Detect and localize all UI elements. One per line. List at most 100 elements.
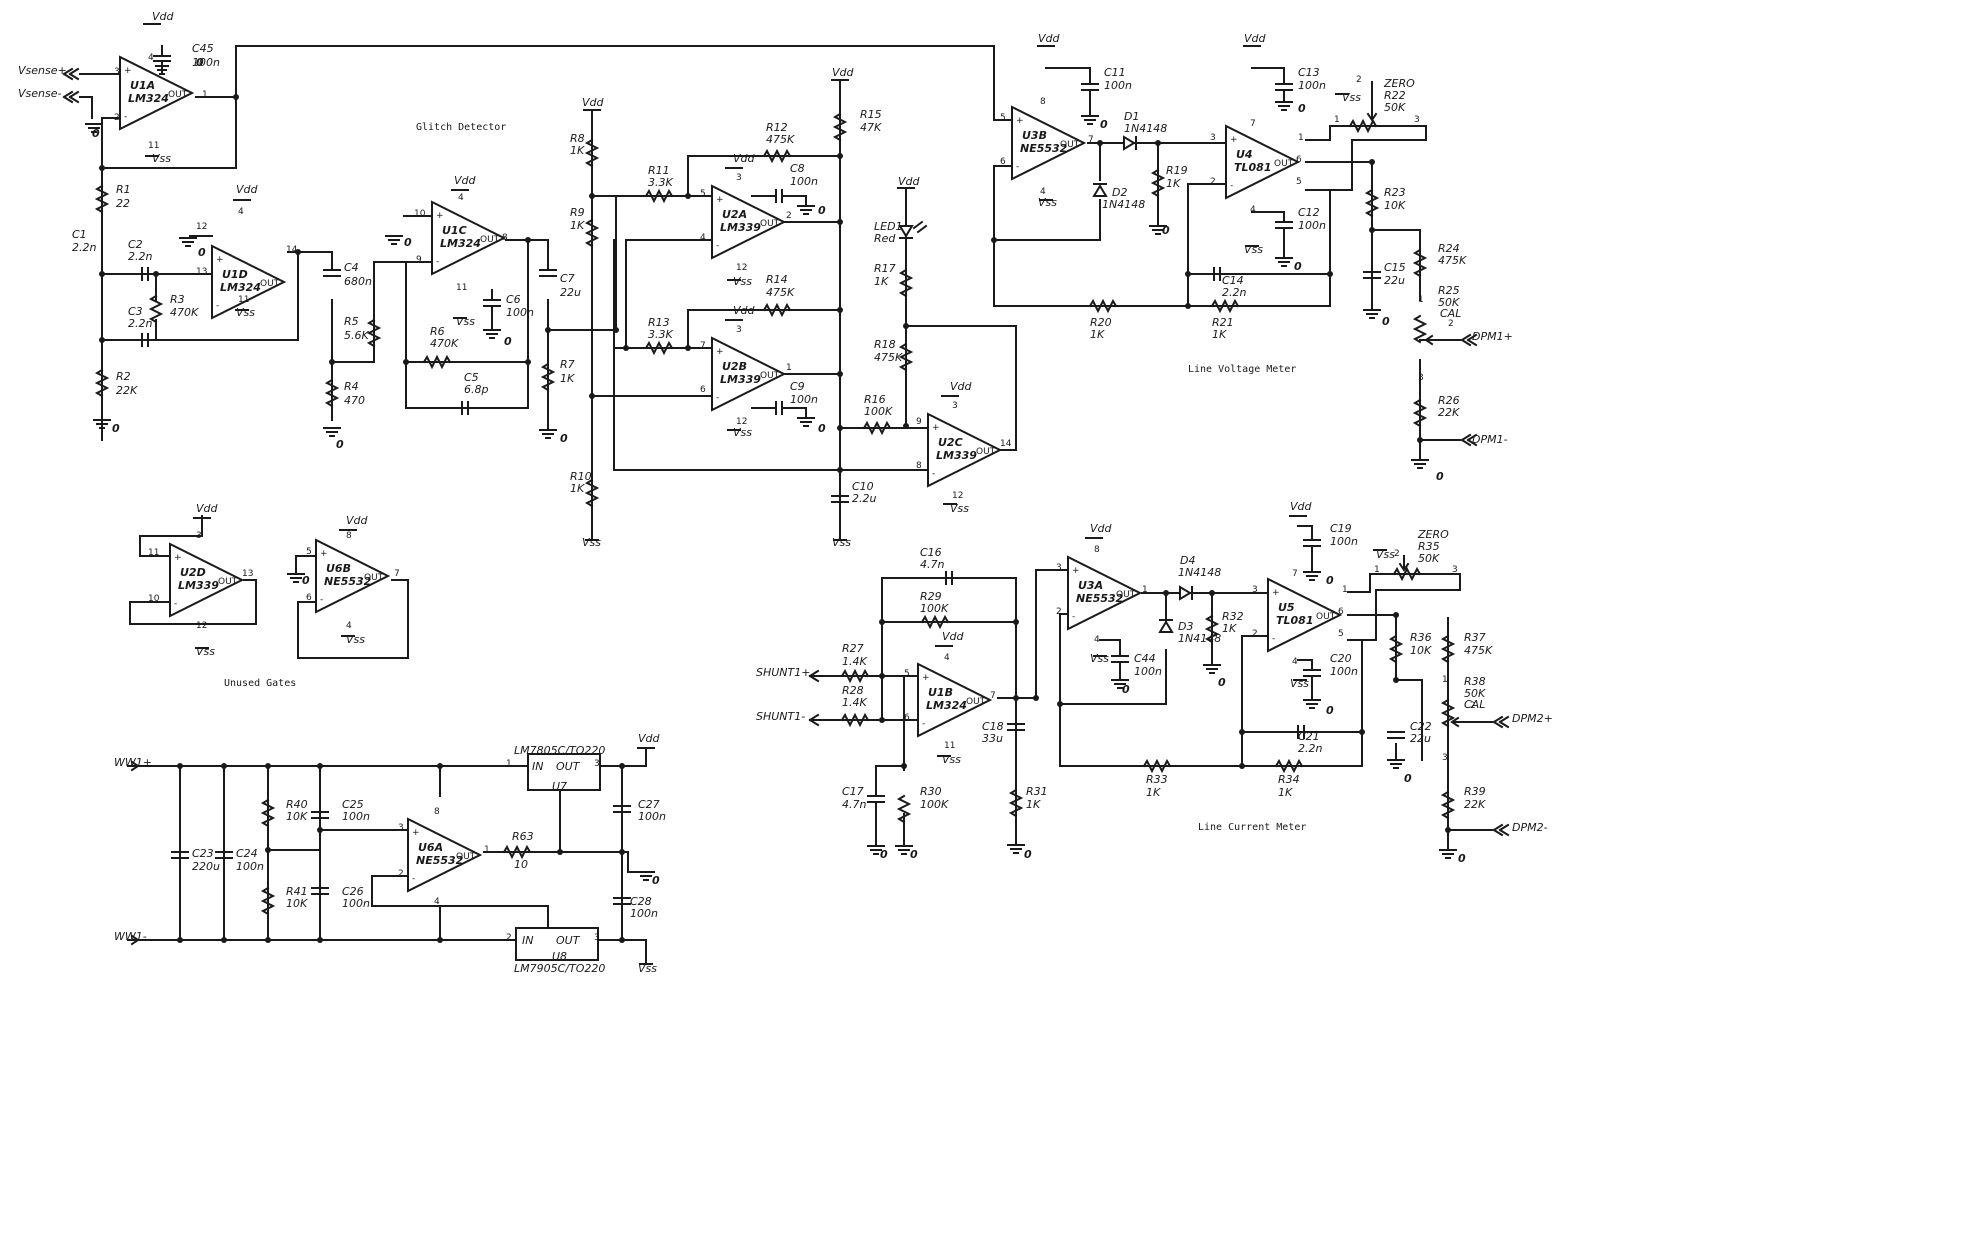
component-label: R14 — [766, 273, 788, 286]
ground-symbols — [85, 23, 1457, 965]
component-label: R30 — [920, 785, 942, 798]
pin-number: 3 — [114, 67, 120, 77]
component-label: U8 — [552, 950, 567, 963]
component-label: 1K — [570, 482, 585, 495]
ground-label: 0 — [880, 848, 888, 861]
component-label: 1K — [560, 372, 575, 385]
component-label: 22u — [1384, 274, 1405, 287]
svg-text:+: + — [436, 211, 444, 221]
pin-number: 2 — [1356, 75, 1362, 85]
component-label: 3.3K — [648, 328, 673, 341]
resistor-r35 — [1392, 555, 1422, 582]
net-label: SHUNT1+ — [756, 666, 810, 679]
capacitor-c8 — [751, 189, 807, 207]
component-label: Vdd — [832, 66, 855, 79]
component-label: 475K — [1464, 644, 1493, 657]
component-label: 1N4148 — [1124, 122, 1167, 135]
component-label: 1K — [570, 219, 585, 232]
resistor-r11 — [644, 188, 674, 204]
pin-number: 11 — [238, 295, 249, 305]
component-label: R9 — [570, 206, 585, 219]
resistor-r38 — [1440, 698, 1467, 728]
component-label: 1K — [874, 275, 889, 288]
component-label: IN — [532, 760, 543, 773]
component-label: Vdd — [152, 10, 175, 23]
svg-text:+: + — [1272, 588, 1280, 598]
voltage-regulators — [515, 753, 601, 961]
component-label: C11 — [1104, 66, 1126, 79]
capacitor-c15 — [1363, 271, 1381, 279]
component-label: 2.2n — [128, 317, 152, 330]
component-label: LED1 — [874, 220, 903, 233]
component-label: Vdd — [346, 514, 369, 527]
component-label: Vdd — [1290, 500, 1313, 513]
component-label: 22K — [1464, 798, 1486, 811]
ground-label: 0 — [1100, 118, 1108, 131]
component-label: R3 — [170, 293, 185, 306]
component-label: 50K — [1384, 101, 1406, 114]
resistor-r37 — [1440, 634, 1456, 664]
component-label: Vss — [1038, 196, 1057, 209]
component-label: R41 — [286, 885, 308, 898]
component-label: 100n — [236, 860, 264, 873]
pin-number: 4 — [944, 653, 950, 663]
component-label: R31 — [1026, 785, 1048, 798]
pin-number: 2 — [1056, 607, 1062, 617]
svg-text:+: + — [1230, 135, 1238, 145]
component-label: 1N4148 — [1102, 198, 1145, 211]
component-label: 100n — [1134, 665, 1162, 678]
resistor-r17 — [898, 268, 914, 298]
component-label: Red — [874, 232, 896, 245]
component-label: R12 — [766, 121, 788, 134]
pin-number: 1 — [484, 845, 490, 855]
pin-number: 6 — [1296, 155, 1302, 165]
ground-label: 0 — [1326, 704, 1334, 717]
component-label: Vss — [832, 536, 851, 549]
resistor-r5 — [366, 318, 382, 348]
component-label: 22K — [116, 384, 138, 397]
capacitor-c28 — [613, 897, 631, 905]
resistor-r19 — [1150, 168, 1166, 198]
pin-number: 11 — [456, 283, 467, 293]
component-label: Vss — [196, 645, 215, 658]
resistor-r32 — [1204, 614, 1220, 644]
svg-text:OUT: OUT — [1274, 159, 1294, 169]
ground-label: 0 — [198, 246, 206, 259]
svg-text:+: + — [216, 255, 224, 265]
pin-number: 3 — [196, 531, 202, 541]
component-label: R26 — [1438, 394, 1460, 407]
component-label: R18 — [874, 338, 896, 351]
component-label: C17 — [842, 785, 864, 798]
component-label: 10K — [286, 897, 308, 910]
pin-number: 2 — [1252, 629, 1258, 639]
resistor-r6 — [422, 354, 452, 370]
svg-text:OUT: OUT — [364, 573, 384, 583]
component-label: 1K — [1146, 786, 1161, 799]
resistor-r63 — [502, 844, 532, 860]
component-label: 5.6K — [344, 329, 369, 342]
resistor-r18 — [898, 342, 914, 372]
net-label: Vsense+ — [18, 64, 67, 77]
resistor-r3 — [148, 294, 164, 324]
pin-number: 5 — [306, 547, 312, 557]
capacitor-c19 — [1297, 525, 1321, 573]
component-label: C16 — [920, 546, 942, 559]
resistor-r10 — [584, 478, 600, 508]
capacitor-c23 — [171, 851, 189, 859]
svg-text:-: - — [216, 301, 219, 311]
pin-number: 4 — [1094, 635, 1100, 645]
capacitor-c6 — [483, 289, 501, 331]
component-label: Vdd — [638, 732, 661, 745]
pin-number: 7 — [1292, 569, 1298, 579]
pin-number: 1 — [1298, 133, 1304, 143]
component-label: R32 — [1222, 610, 1244, 623]
svg-text:-: - — [124, 112, 127, 122]
section-title: Glitch Detector — [416, 122, 506, 133]
component-label: R24 — [1438, 242, 1460, 255]
svg-text:OUT: OUT — [976, 447, 996, 457]
component-label: R27 — [842, 642, 864, 655]
svg-text:-: - — [1272, 634, 1275, 644]
